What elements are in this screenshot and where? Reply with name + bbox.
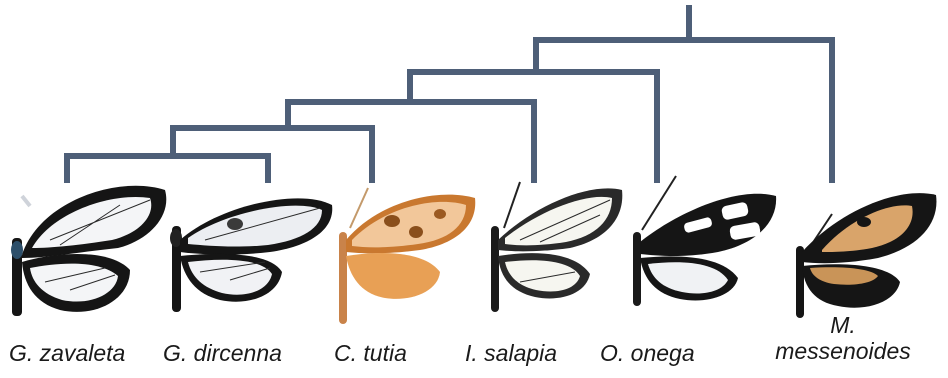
taxon-label-m-messenoides: M. messenoides: [758, 312, 928, 365]
taxon-label-i-salapia: I. salapia: [465, 340, 557, 366]
phylogenetic-tree: [67, 8, 832, 180]
butterfly-o-onega-image: [633, 176, 776, 306]
butterfly-c-tutia-image: [339, 188, 475, 324]
butterfly-g-zavaleta-image: [11, 186, 166, 316]
taxon-label-g-dircenna: G. dircenna: [163, 340, 282, 366]
taxon-label-o-onega: O. onega: [600, 340, 695, 366]
taxon-label-g-zavaleta: G. zavaleta: [9, 340, 125, 366]
taxon-label-m-messenoides-species: messenoides: [758, 338, 928, 364]
butterfly-g-dircenna-image: [170, 198, 332, 312]
taxon-label-m-messenoides-genus: M.: [758, 312, 928, 338]
butterfly-i-salapia-image: [491, 182, 622, 312]
taxon-label-c-tutia: C. tutia: [334, 340, 407, 366]
butterfly-m-messenoides-image: [796, 193, 936, 318]
